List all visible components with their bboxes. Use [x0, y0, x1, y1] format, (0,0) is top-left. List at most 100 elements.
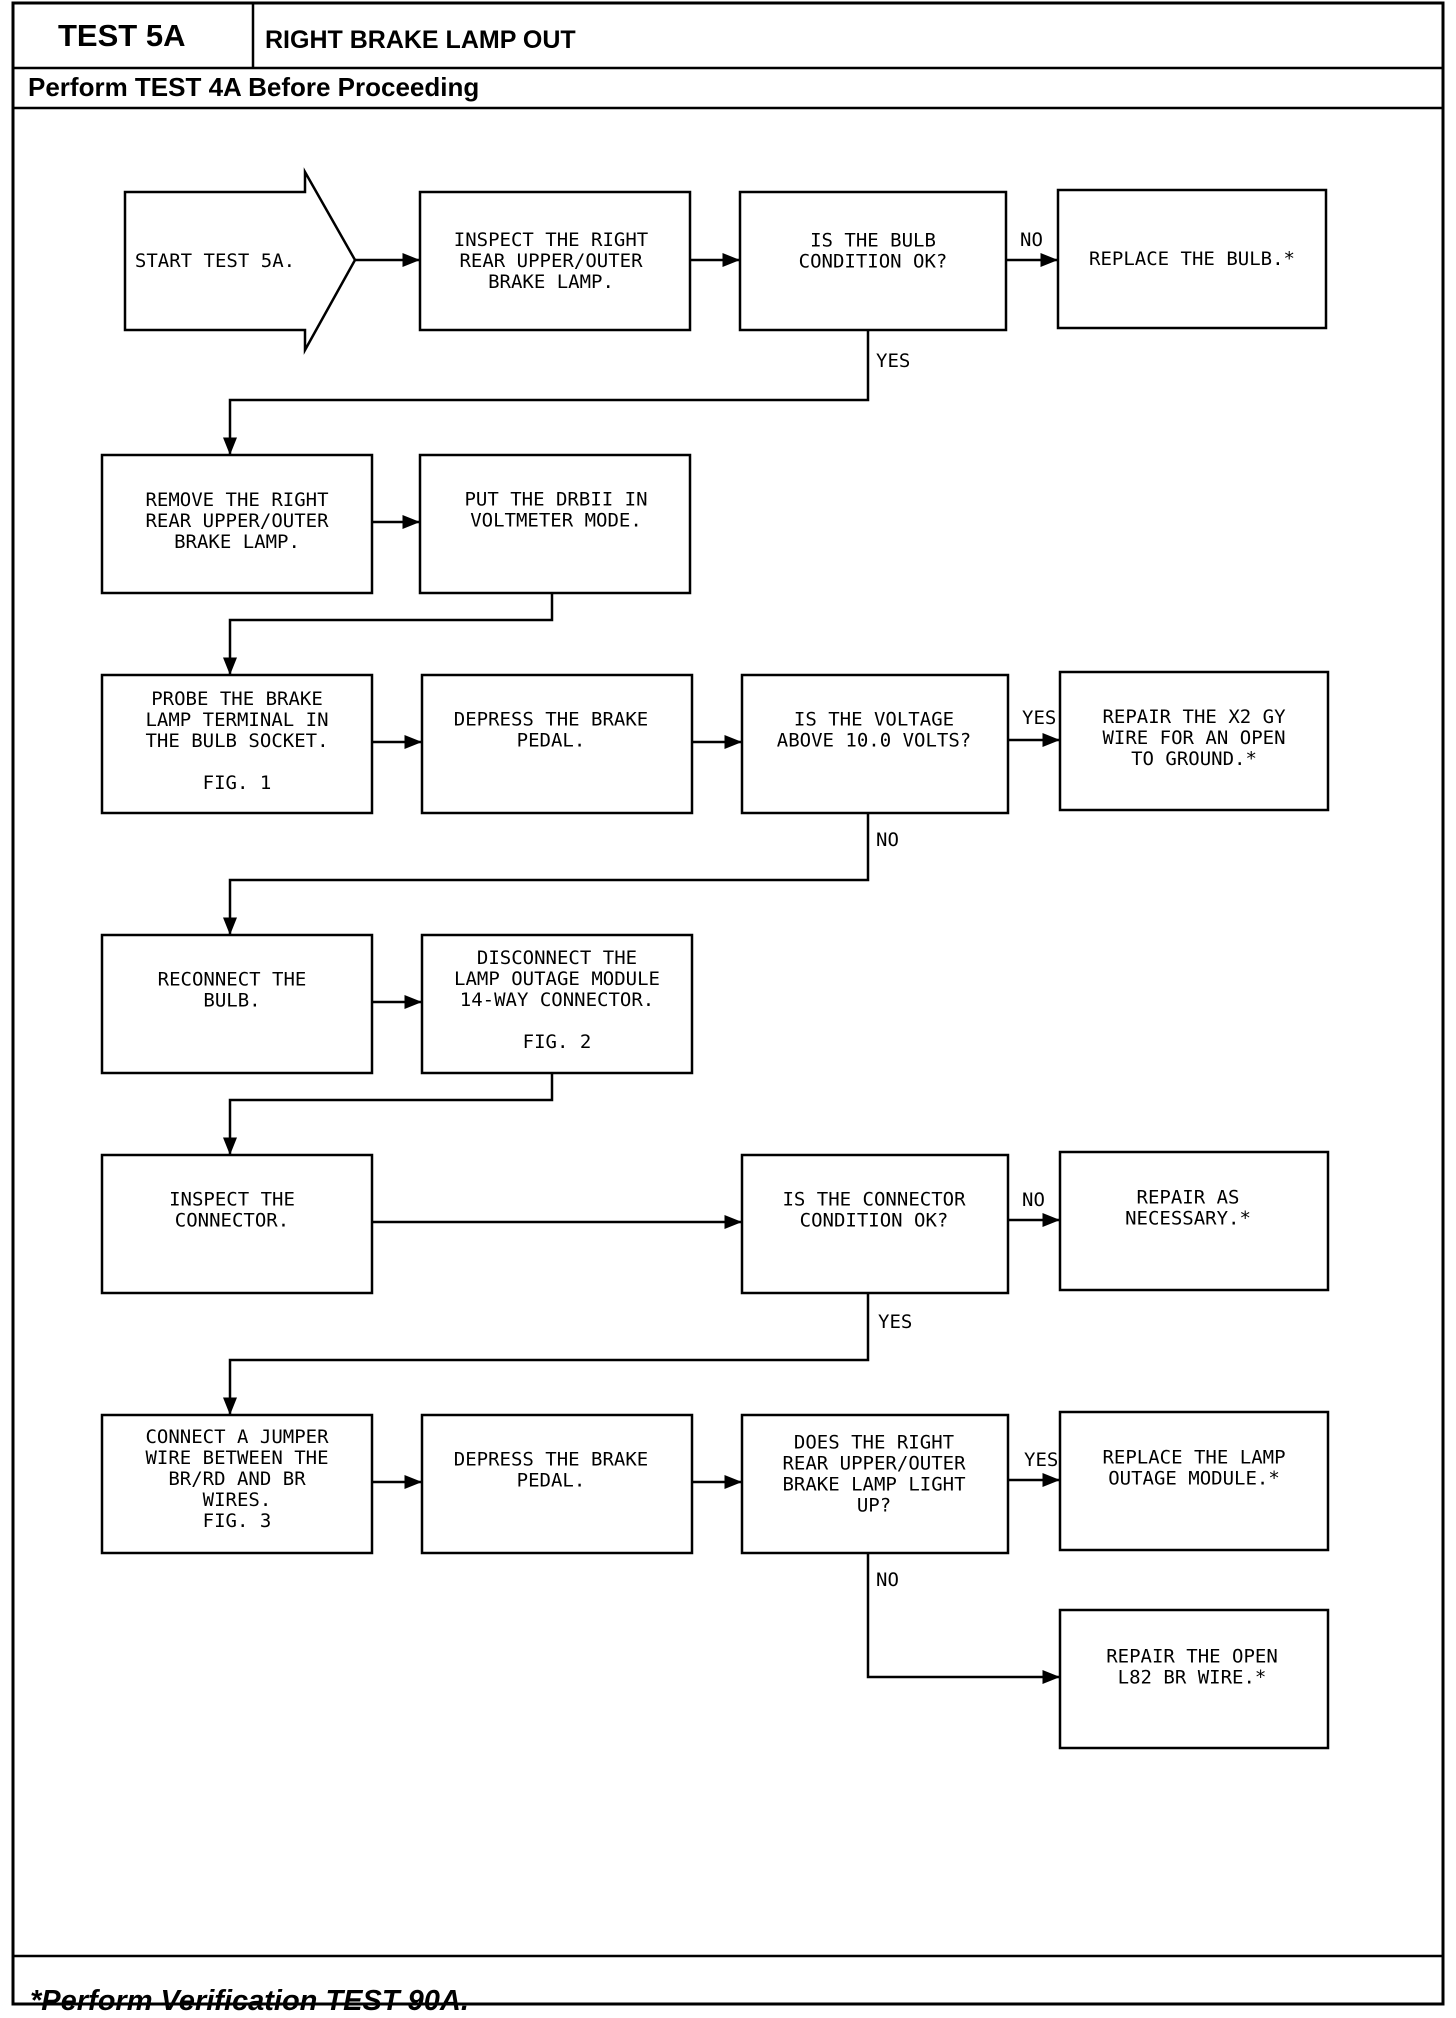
node-probe-box: [100, 673, 374, 815]
node-text-line: FIG. 2: [523, 1031, 592, 1053]
node-jumper-box: [100, 1413, 374, 1555]
label-connector-no: NO: [1022, 1189, 1045, 1211]
label-light-no: NO: [876, 1569, 899, 1591]
node-q-light-box: [740, 1413, 1010, 1555]
edge-q-connector-yes: [223, 1293, 870, 1415]
label-bulb-no: NO: [1020, 229, 1043, 251]
node-text-line: WIRES.: [203, 1489, 272, 1511]
node-text-line: DOES THE RIGHT: [794, 1432, 954, 1454]
edge-disconnect-to-inspect-conn: [223, 1073, 554, 1155]
edge-q-voltage-no: [223, 813, 870, 935]
node-text-line: CONNECTOR.: [175, 1210, 289, 1232]
node-text-line: REAR UPPER/OUTER: [459, 250, 643, 272]
node-text-line: REAR UPPER/OUTER: [782, 1453, 966, 1475]
node-q-voltage-box: [740, 673, 1010, 815]
prerequisite-note: Perform TEST 4A Before Proceeding: [28, 72, 480, 102]
node-text-line: BRAKE LAMP.: [174, 531, 300, 553]
node-text-line: OUTAGE MODULE.*: [1108, 1468, 1280, 1490]
node-q-connector-box: [740, 1153, 1010, 1295]
node-disconnect-box: [420, 933, 694, 1075]
label-voltage-yes: YES: [1022, 707, 1056, 729]
node-text-line: REPAIR AS: [1137, 1187, 1240, 1209]
node-text-line: CONDITION OK?: [800, 1210, 949, 1232]
node-text-line: VOLTMETER MODE.: [470, 510, 642, 532]
edge-q-bulb-yes: [223, 330, 870, 455]
node-drbii-box: [418, 453, 692, 595]
node-text-line: PROBE THE BRAKE: [151, 688, 323, 710]
node-text-line: DEPRESS THE BRAKE: [454, 709, 648, 731]
node-text-line: INSPECT THE: [169, 1189, 295, 1211]
node-text-line: PEDAL.: [517, 730, 586, 752]
node-text-line: START TEST 5A.: [135, 250, 295, 272]
node-repair-l82-box: [1058, 1608, 1330, 1750]
node-text-line: RECONNECT THE: [158, 969, 307, 991]
node-depress1-box: [420, 673, 694, 815]
node-text-line: WIRE FOR AN OPEN: [1102, 727, 1285, 749]
node-reconnect-box: [100, 933, 374, 1075]
node-text-line: IS THE CONNECTOR: [782, 1189, 966, 1211]
label-connector-yes: YES: [878, 1311, 912, 1333]
node-text-line: L82 BR WIRE.*: [1118, 1667, 1267, 1689]
node-text-line: TO GROUND.*: [1131, 748, 1257, 770]
node-text-line: REPLACE THE LAMP: [1102, 1447, 1285, 1469]
node-text-line: CONNECT A JUMPER: [145, 1426, 329, 1448]
node-text-line: BR/RD AND BR: [168, 1468, 306, 1490]
node-start-shape: [123, 167, 357, 355]
test-title: RIGHT BRAKE LAMP OUT: [265, 26, 576, 54]
label-light-yes: YES: [1024, 1449, 1058, 1471]
node-text-line: 14-WAY CONNECTOR.: [460, 989, 654, 1011]
node-text-line: CONDITION OK?: [799, 251, 948, 273]
sheet-frame: [11, 1, 1445, 2006]
node-text-line: FIG. 1: [203, 772, 272, 794]
label-voltage-no: NO: [876, 829, 899, 851]
node-text-line: IS THE VOLTAGE: [794, 709, 954, 731]
node-text-line: NECESSARY.*: [1125, 1208, 1251, 1230]
node-text-line: REAR UPPER/OUTER: [145, 510, 329, 532]
node-text-line: PEDAL.: [517, 1470, 586, 1492]
edge-q-light-no: [866, 1553, 1060, 1684]
node-text-line: IS THE BULB: [810, 230, 936, 252]
node-text-line: DEPRESS THE BRAKE: [454, 1449, 648, 1471]
label-bulb-yes: YES: [876, 350, 910, 372]
node-text-line: UP?: [857, 1495, 891, 1517]
node-depress2-box: [420, 1413, 694, 1555]
node-text-line: DISCONNECT THE: [477, 947, 637, 969]
node-text-line: BRAKE LAMP.: [488, 271, 614, 293]
node-text-line: PUT THE DRBII IN: [464, 489, 647, 511]
node-remove-lamp-box: [100, 453, 374, 595]
node-text-line: REPAIR THE OPEN: [1106, 1646, 1278, 1668]
node-text-line: LAMP TERMINAL IN: [145, 709, 328, 731]
node-inspect-conn-box: [100, 1153, 374, 1295]
node-text-line: ABOVE 10.0 VOLTS?: [777, 730, 971, 752]
node-text-line: REPAIR THE X2 GY: [1102, 706, 1286, 728]
edge-drbii-to-probe: [223, 593, 554, 675]
node-text-line: THE BULB SOCKET.: [145, 730, 328, 752]
node-text-line: BRAKE LAMP LIGHT: [782, 1474, 965, 1496]
node-start-text: START TEST 5A.: [135, 250, 295, 272]
node-replace-bulb-text: REPLACE THE BULB.*: [1089, 248, 1295, 270]
node-text-line: LAMP OUTAGE MODULE: [454, 968, 660, 990]
node-text-line: REMOVE THE RIGHT: [145, 489, 328, 511]
node-text-line: FIG. 3: [203, 1510, 272, 1532]
test-id: TEST 5A: [58, 18, 186, 53]
node-text-line: REPLACE THE BULB.*: [1089, 248, 1295, 270]
